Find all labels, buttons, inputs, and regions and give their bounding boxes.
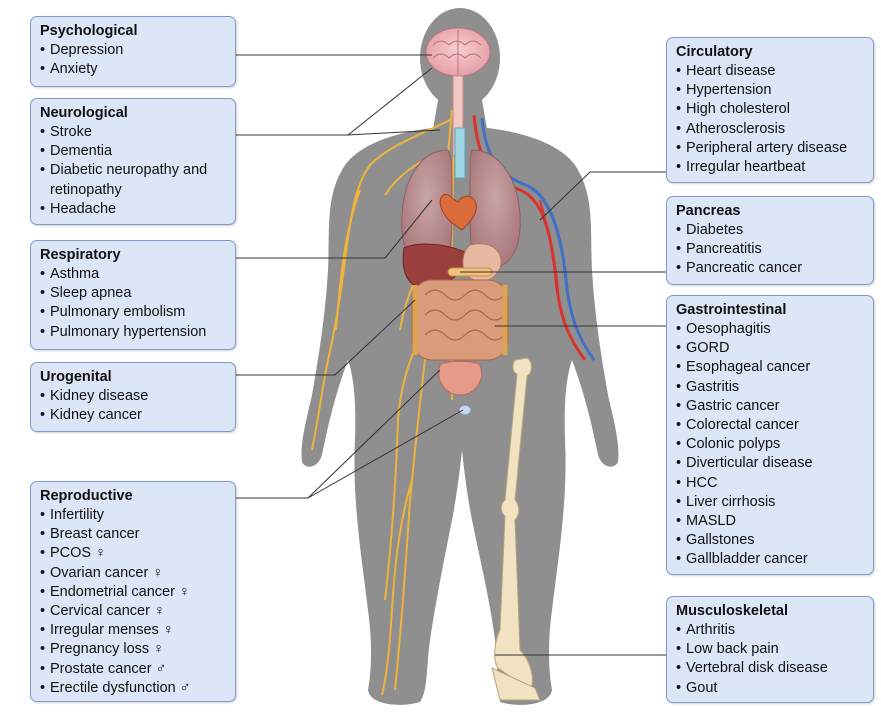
list-item: Gastritis	[676, 378, 865, 397]
list-item: Pancreatitis	[676, 240, 865, 259]
list-item: Depression	[40, 41, 227, 60]
list-item: Hypertension	[676, 81, 865, 100]
list-item: Sleep apnea	[40, 284, 227, 303]
gastrointestinal-title: Gastrointestinal	[676, 302, 787, 318]
pancreas-title: Pancreas	[676, 203, 741, 219]
testes	[458, 404, 472, 416]
pancreas-box: Pancreas Diabetes Pancreatitis Pancreati…	[666, 196, 874, 285]
list-item: Dementia	[40, 142, 227, 161]
leg-skeleton	[491, 357, 541, 701]
list-item: High cholesterol	[676, 100, 865, 119]
list-item: GORD	[676, 339, 865, 358]
list-item: Breast cancer	[40, 525, 227, 544]
list-item: Diabetes	[676, 221, 865, 240]
psychological-title: Psychological	[40, 23, 138, 39]
lungs	[401, 149, 521, 271]
list-item: Pulmonary hypertension	[40, 323, 227, 342]
list-item: Kidney disease	[40, 387, 227, 406]
list-item: Gout	[676, 679, 865, 698]
list-item: Diabetic neuropathy and retinopathy	[40, 161, 227, 199]
list-item: Arthritis	[676, 621, 865, 640]
trachea	[454, 127, 466, 179]
heart	[439, 194, 477, 231]
musculoskeletal-box: Musculoskeletal Arthritis Low back pain …	[666, 596, 874, 703]
list-item: Ovarian cancer ♀	[40, 564, 227, 583]
list-item: Pulmonary embolism	[40, 303, 227, 322]
list-item: Irregular menses ♀	[40, 621, 227, 640]
urogenital-title: Urogenital	[40, 369, 112, 385]
reproductive-title: Reproductive	[40, 488, 133, 504]
list-item: Esophageal cancer	[676, 358, 865, 377]
list-item: Asthma	[40, 265, 227, 284]
list-item: Infertility	[40, 506, 227, 525]
gastrointestinal-box: Gastrointestinal Oesophagitis GORD Esoph…	[666, 295, 874, 575]
list-item: Anxiety	[40, 60, 227, 79]
urogenital-list: Kidney disease Kidney cancer	[40, 387, 227, 425]
musculoskeletal-title: Musculoskeletal	[676, 603, 789, 619]
respiratory-list: Asthma Sleep apnea Pulmonary embolism Pu…	[40, 265, 227, 342]
list-item: Gastric cancer	[676, 397, 865, 416]
list-item: Diverticular disease	[676, 454, 865, 473]
reproductive-list: Infertility Breast cancer PCOS ♀ Ovarian…	[40, 506, 227, 698]
pancreas-list: Diabetes Pancreatitis Pancreatic cancer	[676, 221, 865, 279]
gastrointestinal-list: Oesophagitis GORD Esophageal cancer Gast…	[676, 320, 865, 570]
respiratory-box: Respiratory Asthma Sleep apnea Pulmonary…	[30, 240, 236, 350]
circulatory-box: Circulatory Heart disease Hypertension H…	[666, 37, 874, 183]
list-item: Stroke	[40, 123, 227, 142]
list-item: Pregnancy loss ♀	[40, 640, 227, 659]
neurological-title: Neurological	[40, 105, 128, 121]
list-item: Gallstones	[676, 531, 865, 550]
respiratory-title: Respiratory	[40, 247, 121, 263]
circulatory-title: Circulatory	[676, 44, 753, 60]
circulatory-list: Heart disease Hypertension High choleste…	[676, 62, 865, 177]
neurological-list: Stroke Dementia Diabetic neuropathy and …	[40, 123, 227, 219]
list-item: MASLD	[676, 512, 865, 531]
list-item: Erectile dysfunction ♂	[40, 679, 227, 698]
list-item: Irregular heartbeat	[676, 158, 865, 177]
list-item: Endometrial cancer ♀	[40, 583, 227, 602]
list-item: Cervical cancer ♀	[40, 602, 227, 621]
list-item: Liver cirrhosis	[676, 493, 865, 512]
list-item: Colonic polyps	[676, 435, 865, 454]
list-item: PCOS ♀	[40, 544, 227, 563]
psychological-list: Depression Anxiety	[40, 41, 227, 79]
musculoskeletal-list: Arthritis Low back pain Vertebral disk d…	[676, 621, 865, 698]
neurological-box: Neurological Stroke Dementia Diabetic ne…	[30, 98, 236, 225]
reproductive-box: Reproductive Infertility Breast cancer P…	[30, 481, 236, 702]
urogenital-box: Urogenital Kidney disease Kidney cancer	[30, 362, 236, 432]
list-item: Colorectal cancer	[676, 416, 865, 435]
connector-lines	[236, 54, 666, 656]
intestines	[411, 279, 509, 361]
psychological-box: Psychological Depression Anxiety	[30, 16, 236, 87]
list-item: HCC	[676, 474, 865, 493]
bladder	[438, 360, 483, 396]
list-item: Prostate cancer ♂	[40, 660, 227, 679]
list-item: Atherosclerosis	[676, 120, 865, 139]
list-item: Oesophagitis	[676, 320, 865, 339]
list-item: Gallbladder cancer	[676, 550, 865, 569]
list-item: Vertebral disk disease	[676, 659, 865, 678]
list-item: Pancreatic cancer	[676, 259, 865, 278]
list-item: Headache	[40, 200, 227, 219]
list-item: Kidney cancer	[40, 406, 227, 425]
list-item: Low back pain	[676, 640, 865, 659]
list-item: Peripheral artery disease	[676, 139, 865, 158]
brain	[425, 27, 491, 77]
list-item: Heart disease	[676, 62, 865, 81]
